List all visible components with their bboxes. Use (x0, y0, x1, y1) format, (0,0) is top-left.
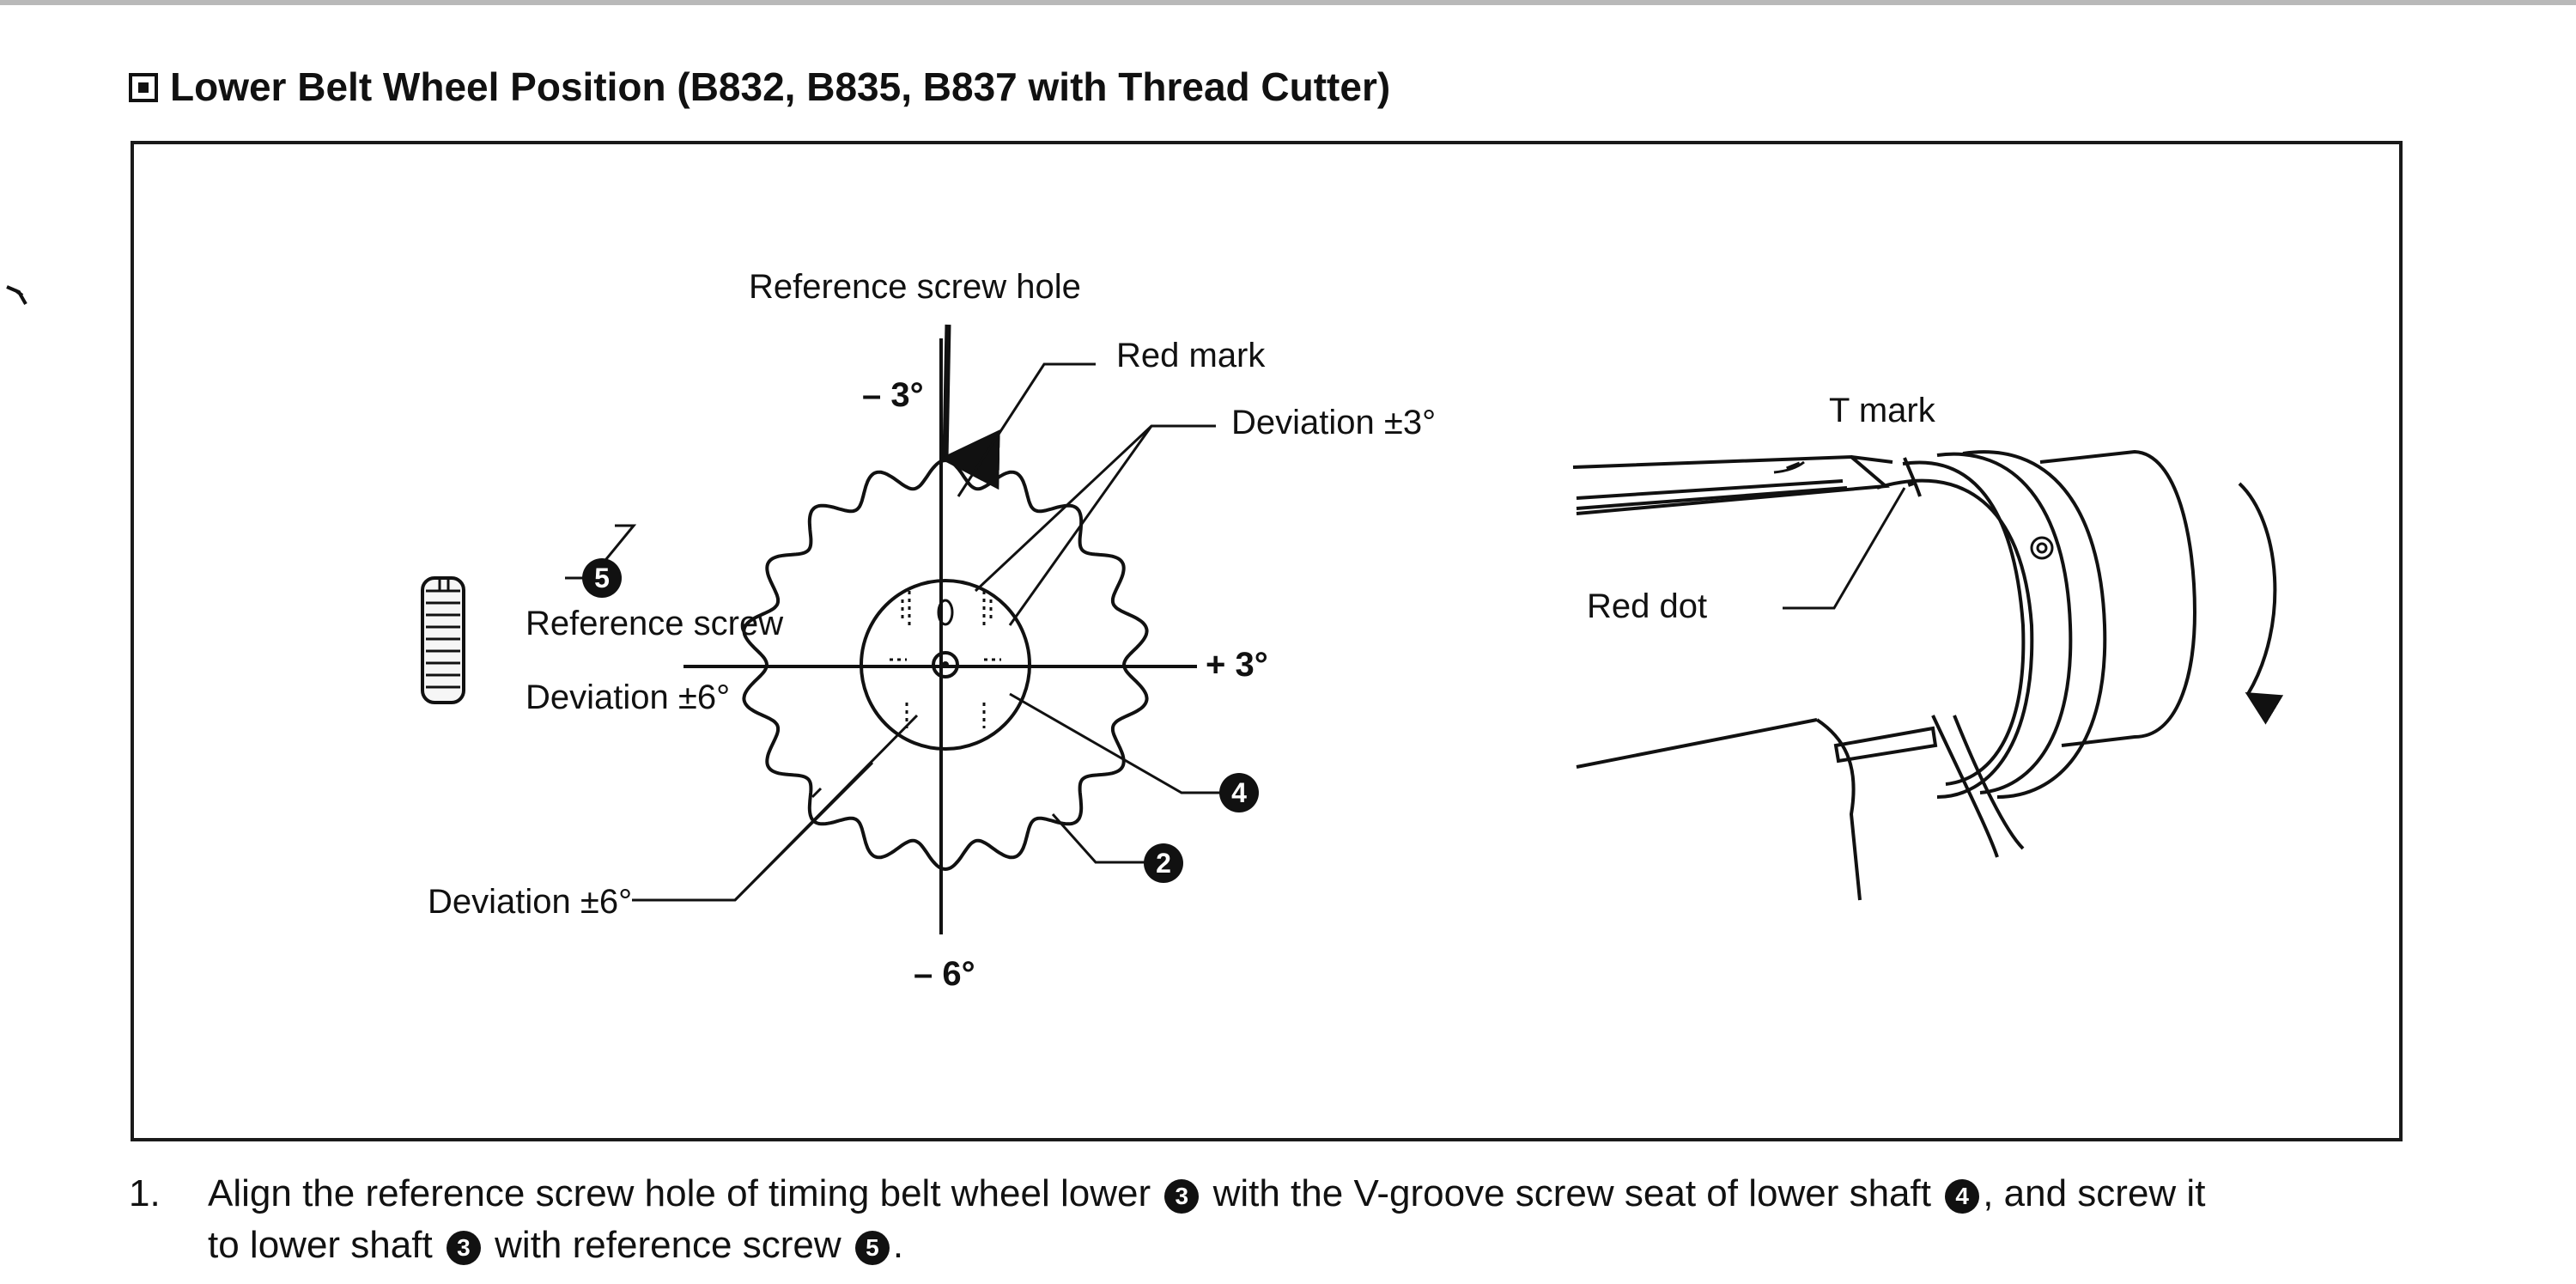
label-red-mark: Red mark (1116, 337, 1266, 374)
label-deviation-6-inner: Deviation ±6° (526, 679, 731, 716)
step-1-text: Align the reference screw hole of timing… (208, 1172, 2206, 1266)
inline-callout-5: 5 (854, 1231, 890, 1265)
label-t-mark: T mark (1829, 392, 1935, 429)
angle-plus-3: + 3° (1206, 646, 1268, 684)
label-reference-screw-hole: Reference screw hole (749, 268, 1081, 306)
section-title: Lower Belt Wheel Position (B832, B835, B… (129, 64, 1390, 110)
callout-4: 4 (1219, 773, 1259, 812)
gear-wheel-drawing (565, 324, 1242, 934)
angle-minus-6: – 6° (914, 955, 975, 993)
reference-screw-drawing (421, 576, 465, 704)
callout-5: 5 (582, 558, 622, 598)
angle-minus-3: – 3° (862, 376, 924, 414)
inline-callout-3b: 3 (446, 1231, 481, 1265)
margin-mark-icon (6, 285, 27, 305)
section-title-text: Lower Belt Wheel Position (B832, B835, B… (170, 64, 1391, 109)
callout-2: 2 (1144, 843, 1183, 883)
label-red-dot: Red dot (1587, 587, 1708, 625)
gear-outline (742, 458, 1149, 872)
top-border (0, 0, 2576, 5)
diagram-panel: Reference screw hole Red mark Deviation … (131, 141, 2403, 1141)
belt-wheel-diagram (421, 324, 2284, 934)
reference-arrow (939, 324, 1000, 490)
label-deviation-3: Deviation ±3° (1231, 404, 1437, 441)
label-reference-screw: Reference screw (526, 605, 784, 642)
inline-callout-3: 3 (1164, 1179, 1200, 1214)
label-deviation-6-lower: Deviation ±6° (428, 883, 633, 921)
shaft-assembly-drawing (1572, 449, 2284, 901)
bullet-square-icon (129, 73, 158, 102)
inline-callout-4: 4 (1945, 1179, 1980, 1214)
step-number: 1. (129, 1172, 161, 1214)
